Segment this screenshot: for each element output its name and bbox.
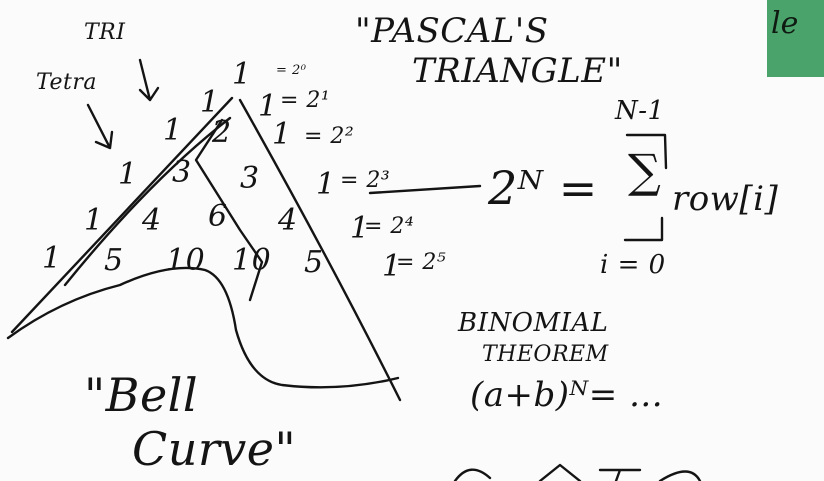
triangle-row4-cell: 1 (84, 203, 104, 238)
triangle-row0-cell: 1 (232, 57, 252, 92)
triangle-row1-cell: 1 (258, 89, 278, 124)
left-edge-line (10, 96, 234, 334)
row-sum-label: = 2³ (340, 168, 391, 193)
row-sum-label: = 2⁴ (364, 214, 415, 239)
bottom-scribble (453, 463, 702, 481)
triangle-row5-cell: 1 (382, 249, 402, 284)
title-line-1: "PASCAL'S (355, 11, 549, 51)
row-sum-label: = 2⁵ (396, 250, 447, 275)
tetra-diagonal-line (63, 116, 232, 287)
tetra-label: Tetra (36, 70, 97, 95)
triangle-row4-cell: 4 (142, 203, 162, 238)
sum-lhs: 2ᴺ = (488, 161, 598, 215)
triangle-row4-cell: 1 (350, 211, 370, 246)
triangle-row1-cell: 1 (200, 85, 220, 120)
triangle-row5-cell: 1 (42, 241, 62, 276)
binomial-formula: (a+b)ᴺ= ... (470, 375, 663, 415)
bell-label-line-2: Curve" (132, 422, 297, 476)
sum-lower-limit: i = 0 (600, 250, 666, 280)
pointer-line (368, 184, 482, 195)
triangle-row4-cell: 4 (278, 203, 298, 238)
right-edge-line (238, 98, 402, 402)
sum-symbol: ∑ (628, 144, 662, 198)
binomial-line-1: BINOMIAL (458, 308, 609, 338)
triangle-row5-cell: 10 (166, 243, 206, 278)
corner-badge-text: le (771, 6, 799, 41)
triangle-row3-cell: 1 (118, 157, 138, 192)
row-sum-label: = 2² (304, 124, 355, 149)
triangle-row4-cell: 6 (208, 199, 228, 234)
triangle-row3-cell: 3 (172, 155, 192, 190)
sum-bracket (623, 133, 668, 242)
bell-curve-stroke (6, 266, 400, 389)
title-line-2: TRIANGLE" (412, 51, 623, 91)
tetra-arrow (86, 103, 114, 150)
corner-badge: le (767, 0, 824, 77)
tri-arrow (138, 58, 160, 102)
triangle-row5-cell: 5 (104, 243, 124, 278)
triangle-row2-cell: 1 (272, 117, 292, 152)
sum-upper-limit: N-1 (615, 96, 665, 126)
bell-label-line-1: "Bell (84, 368, 199, 422)
row-sum-label: = 2⁰ (276, 63, 307, 78)
row-sum-label: = 2¹ (280, 88, 331, 113)
triangle-row5-cell: 10 (232, 243, 272, 278)
triangle-row2-cell: 1 (163, 113, 183, 148)
triangle-row3-cell: 3 (240, 161, 260, 196)
sum-body: row[i] (672, 179, 779, 219)
triangle-row3-cell: 1 (316, 167, 336, 202)
inner-zigzag-line (194, 118, 264, 302)
triangle-row5-cell: 5 (304, 245, 324, 280)
tri-label: TRI (84, 20, 126, 45)
triangle-row2-cell: 2 (212, 115, 232, 150)
binomial-line-2: THEOREM (482, 342, 609, 367)
